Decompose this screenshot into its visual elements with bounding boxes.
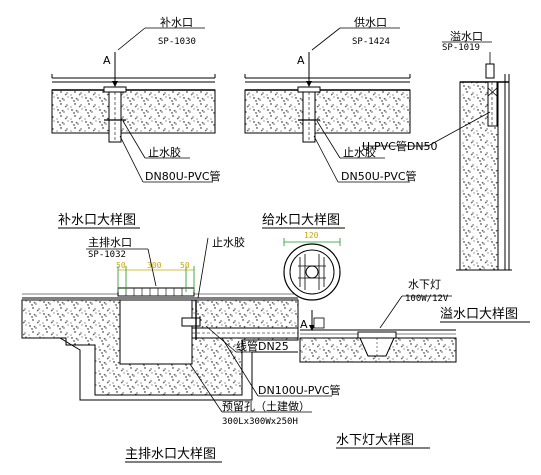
pipe-label: U-PVC管DN50 — [362, 139, 438, 153]
detail-title: 给水口大样图 — [262, 213, 340, 228]
dim-right: 50 — [180, 261, 190, 270]
detail-supply-inlet: A 供水口 SP-1424 止水胶 DN50U-PVC管 给水口大样图 — [244, 15, 417, 229]
detail-underwater-light: 120 A 水下灯 100W/12V 水下灯大样图 — [283, 231, 457, 449]
light-spec: 100W/12V — [405, 294, 449, 304]
cover-diameter: 120 — [304, 231, 319, 240]
pipe-label: DN100U-PVC管 — [258, 383, 341, 397]
fitting-label: 供水口 — [354, 15, 387, 29]
detail-overflow-outlet: 溢水口 SP-1019 U-PVC管DN50 溢水口大样图 — [362, 29, 530, 323]
fitting-label: 主排水口 — [88, 235, 132, 249]
fitting-code: SP-1019 — [442, 43, 480, 53]
detail-title: 水下灯大样图 — [336, 433, 414, 448]
dim-left: 50 — [116, 261, 126, 270]
overflow-fitting — [485, 63, 495, 79]
overflow-pipe — [487, 81, 498, 127]
detail-main-drain: 50 300 50 主排水口 SP-1032 止水胶 线管DN25 DN100U… — [21, 235, 341, 463]
detail-title: 主排水口大样图 — [125, 447, 216, 462]
sealant-label: 止水胶 — [343, 145, 376, 159]
supply-fitting-flange — [297, 86, 321, 93]
section-mark: A — [103, 54, 111, 67]
sealant-label: 止水胶 — [212, 235, 245, 249]
pipe-label: DN80U-PVC管 — [145, 169, 221, 183]
fitting-label: 水下灯 — [408, 278, 441, 291]
conduit-label: 线管DN25 — [236, 339, 289, 353]
concrete-slab — [244, 89, 411, 134]
recess-label: 预留孔（土建做） — [222, 399, 310, 413]
fitting-code: SP-1030 — [158, 37, 196, 47]
fitting-label: 补水口 — [160, 16, 193, 29]
recess-pit — [119, 299, 193, 365]
grate-bars — [125, 288, 183, 296]
fitting-code: SP-1032 — [88, 250, 126, 260]
conduit — [181, 317, 201, 327]
section-mark: A — [297, 54, 305, 67]
drain-grate — [117, 287, 195, 297]
light-cover-plan: 120 — [283, 231, 341, 301]
pipe-label: DN50U-PVC管 — [341, 169, 417, 183]
detail-makeup-inlet: A 补水口 SP-1030 止水胶 DN80U-PVC管 补水口大样图 — [51, 16, 221, 229]
detail-title: 补水口大样图 — [58, 213, 136, 228]
light-lens — [357, 331, 397, 339]
sealant-label: 止水胶 — [148, 145, 181, 159]
fitting-label: 溢水口 — [450, 29, 483, 43]
dim-middle: 300 — [147, 261, 162, 270]
recess-size: 300Lx300Wx250H — [222, 417, 298, 427]
detail-title: 溢水口大样图 — [440, 307, 518, 322]
section-mark: A — [300, 318, 308, 331]
fitting-code: SP-1424 — [352, 37, 390, 47]
inlet-fitting-flange — [103, 86, 127, 93]
concrete-slab — [51, 89, 216, 134]
